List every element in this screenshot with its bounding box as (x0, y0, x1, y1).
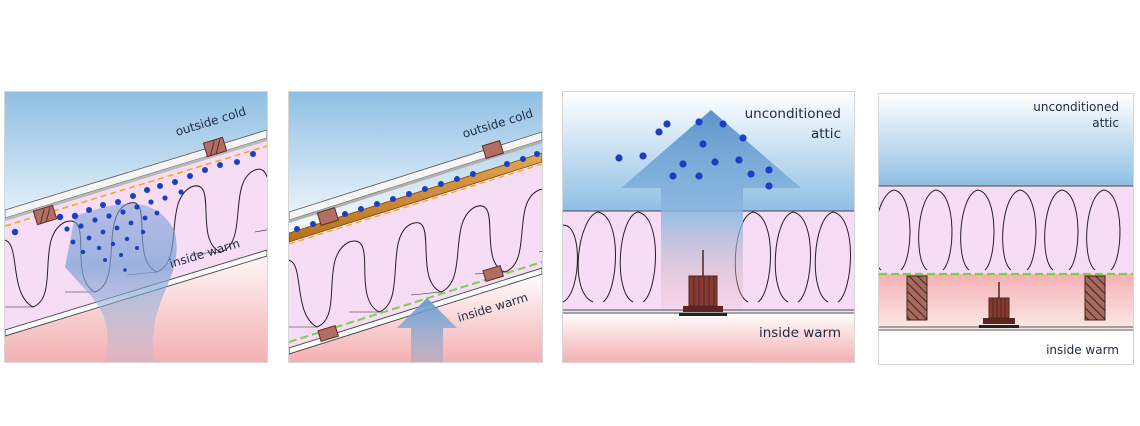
sloped-roof-condensation-diagram: outside cold inside warm (5, 92, 267, 362)
recessed-light-icon (679, 250, 727, 316)
warm-air-arrow-icon (397, 298, 457, 362)
joist-right (1084, 275, 1106, 321)
moist-air-plume (65, 203, 177, 362)
air-leak-arrow-icon (621, 110, 801, 308)
attic-label-line-2: attic (811, 126, 841, 142)
condensation-droplets (615, 118, 773, 190)
joist-left (906, 275, 928, 321)
diagram-panel-3: unconditioned attic inside warm (562, 91, 855, 363)
attic-label-line-1: unconditioned (1033, 100, 1119, 114)
attic-ceiling-sealed-diagram: unconditioned attic inside warm (879, 94, 1133, 364)
attic-label-line-1: unconditioned (745, 106, 841, 122)
sloped-roof-with-vapor-barrier-diagram: outside cold inside warm (289, 92, 542, 362)
attic-label-line-2: attic (1092, 116, 1119, 130)
rafter-blocks (316, 140, 504, 342)
insulation-batts (879, 189, 1121, 271)
insulation-batts (289, 188, 542, 328)
diagram-panel-1: outside cold inside warm (4, 91, 268, 363)
diagram-panel-4: unconditioned attic inside warm (878, 93, 1134, 365)
inside-label: inside warm (1046, 343, 1119, 357)
recessed-light-icon (979, 282, 1019, 328)
condensation-droplets (294, 151, 540, 232)
attic-ceiling-leak-diagram: unconditioned attic inside warm (563, 92, 854, 362)
inside-label: inside warm (759, 325, 841, 341)
condensation-droplets (11, 151, 256, 272)
rafter-blocks (32, 136, 228, 226)
diagram-panel-2: outside cold inside warm (288, 91, 543, 363)
